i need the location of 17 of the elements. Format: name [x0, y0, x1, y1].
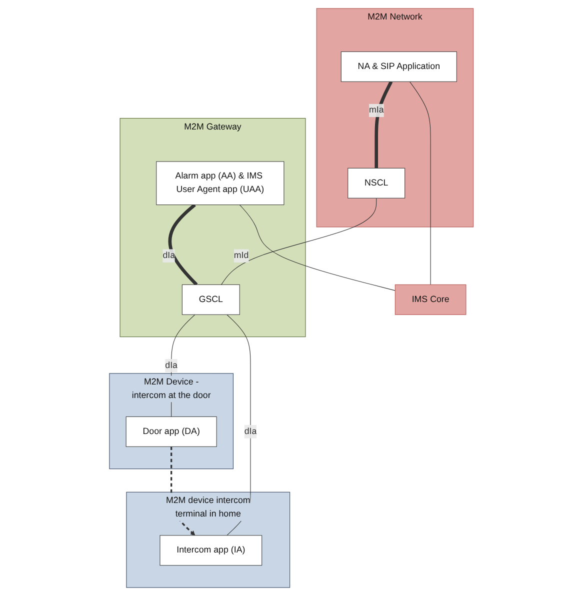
node-box: Intercom app (IA) — [160, 535, 262, 566]
edge-label: dIa — [162, 250, 176, 260]
node-box: GSCL — [182, 284, 240, 315]
node-box: NA & SIP Application — [341, 51, 458, 82]
connector — [168, 204, 198, 286]
edge-label: dIa — [165, 360, 178, 370]
edge-label: mIa — [369, 106, 384, 115]
edge-label: mId — [234, 250, 249, 260]
connector — [410, 81, 431, 285]
connector — [374, 80, 393, 168]
node-box: IMS Core — [395, 284, 466, 315]
node-box: Door app (DA) — [126, 416, 217, 447]
edge-label: dIa — [244, 426, 257, 436]
connector — [240, 204, 396, 291]
node-box: NSCL — [348, 168, 406, 198]
connector — [221, 198, 377, 285]
node-box: Alarm app (AA) & IMS User Agent app (UAA) — [156, 161, 284, 206]
